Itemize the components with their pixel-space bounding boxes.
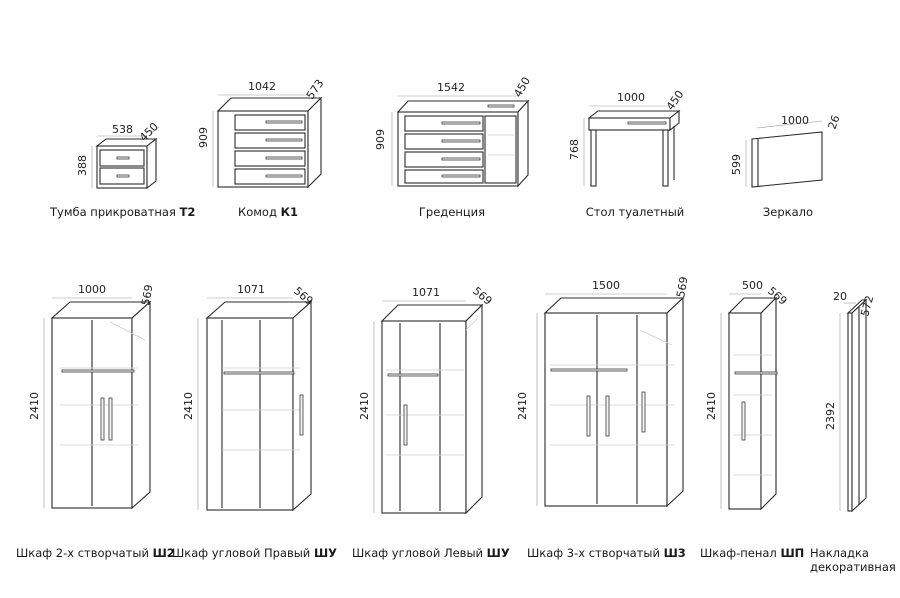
item-tumba: 538 450 388 <box>76 120 161 190</box>
zerkalo-depth: 26 <box>826 113 843 131</box>
penal-width: 500 <box>742 279 763 292</box>
shu-lev-depth: 569 <box>470 284 494 307</box>
caption-komod: Комод К1 <box>238 205 298 219</box>
shu-prav-width: 1071 <box>237 283 265 296</box>
gredencia-height: 909 <box>374 129 387 150</box>
caption-stol: Стол туалетный <box>585 205 685 219</box>
shkaf2-depth: 569 <box>139 284 155 307</box>
item-zerkalo: 1000 26 599 <box>730 113 843 188</box>
caption-nakladka: Накладка декоративная <box>810 546 896 574</box>
item-penal: 500 569 2410 <box>705 279 790 511</box>
item-shu-lev: 1071 569 2410 <box>358 284 495 515</box>
caption-shkaf3: Шкаф 3-х створчатый Ш3 <box>527 546 686 560</box>
caption-shkaf2: Шкаф 2-х створчатый Ш2 <box>16 546 175 560</box>
item-stol: 1000 450 768 <box>568 88 687 187</box>
shkaf2-height: 2410 <box>28 392 41 420</box>
nakladka-height: 2392 <box>824 402 837 430</box>
item-nakladka: 20 572 2392 <box>824 290 876 513</box>
shu-lev-width: 1071 <box>412 286 440 299</box>
nakladka-depth: 572 <box>858 294 876 318</box>
caption-shu-lev: Шкаф угловой Левый ШУ <box>352 546 510 560</box>
zerkalo-width: 1000 <box>781 114 809 127</box>
item-komod: 1042 573 909 <box>197 77 327 189</box>
penal-height: 2410 <box>705 392 718 420</box>
tumba-height: 388 <box>76 155 89 176</box>
stol-height: 768 <box>568 139 581 160</box>
caption-gredencia: Греденция <box>418 205 486 219</box>
stol-width: 1000 <box>617 91 645 104</box>
shkaf2-width: 1000 <box>78 283 106 296</box>
item-shkaf2: 1000 569 2410 <box>28 283 156 510</box>
caption-tumba: Тумба прикроватная Т2 <box>50 205 196 219</box>
item-shu-prav: 1071 569 2410 <box>182 283 316 512</box>
tumba-width: 538 <box>112 123 133 136</box>
komod-width: 1042 <box>248 80 276 93</box>
shu-lev-height: 2410 <box>358 392 371 420</box>
nakladka-width: 20 <box>833 290 847 303</box>
shkaf3-height: 2410 <box>516 392 529 420</box>
gredencia-width: 1542 <box>437 81 465 94</box>
caption-penal: Шкаф-пенал ШП <box>700 546 805 560</box>
caption-shu-prav: Шкаф угловой Правый ШУ <box>172 546 338 560</box>
zerkalo-height: 599 <box>730 154 743 175</box>
shkaf3-width: 1500 <box>592 279 620 292</box>
item-shkaf3: 1500 569 2410 <box>516 276 691 508</box>
stol-depth: 450 <box>664 88 687 113</box>
komod-height: 909 <box>197 127 210 148</box>
shkaf3-depth: 569 <box>674 276 690 299</box>
caption-zerkalo: Зеркало <box>762 205 814 219</box>
shu-prav-height: 2410 <box>182 392 195 420</box>
gredencia-depth: 450 <box>511 75 533 100</box>
item-gredencia: 1542 450 909 <box>374 75 533 188</box>
